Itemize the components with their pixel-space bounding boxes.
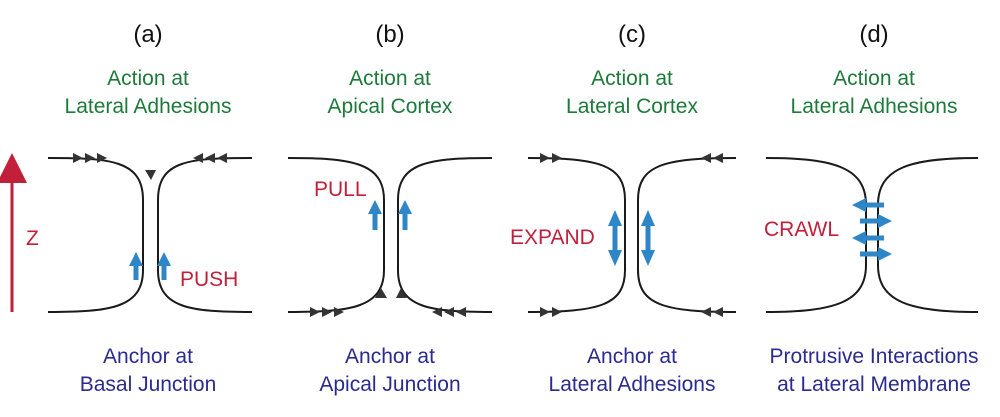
flow-arrowheads [73,153,227,180]
pull-arrows [368,200,412,230]
panel-b-anchor-line2: Apical Junction [319,373,460,396]
pull-callout: PULL [314,178,367,201]
cell-boundary-right [397,157,493,313]
panel-b-action-line1: Action at [349,67,431,90]
panel-a-action-line2: Lateral Adhesions [65,95,232,118]
flow-arrowheads [310,288,466,317]
cell-boundary-left [47,157,144,313]
panel-a: (a) Action at Lateral Adhesions PUSH Anc… [47,21,253,396]
panel-a-action-line1: Action at [107,67,189,90]
panel-d-action-line2: Lateral Adhesions [791,95,958,118]
panel-c-anchor-line1: Anchor at [587,345,677,368]
panel-c: (c) Action at Lateral Cortex EXPAND Anch… [510,21,737,396]
crawl-callout: CRAWL [764,218,839,241]
cell-boundary-right [637,157,737,313]
panel-b: (b) Action at Apical Cortex PULL Anchor … [287,21,493,396]
push-arrows [129,252,171,280]
flow-arrowheads [540,153,723,317]
panel-a-anchor-line2: Basal Junction [80,373,217,396]
panel-c-label: (c) [618,21,646,48]
panel-d-anchor-line1: Protrusive Interactions [770,345,979,368]
z-axis-label: Z [26,227,39,250]
crawl-arrows [852,198,892,261]
panel-c-action-line2: Lateral Cortex [566,95,698,118]
cell-boundary-left [527,157,626,313]
panel-b-label: (b) [375,21,404,48]
z-axis: Z [0,153,39,312]
cell-boundary-right [877,157,979,313]
panel-d-action-line1: Action at [833,67,915,90]
panel-c-action-line1: Action at [591,67,673,90]
expand-arrows [608,210,655,266]
panel-d-label: (d) [859,21,888,48]
push-callout: PUSH [180,268,238,291]
panel-a-label: (a) [133,21,162,48]
panel-a-anchor-line1: Anchor at [103,345,193,368]
panel-d: (d) Action at Lateral Adhesions CRAWL Pr… [764,21,978,396]
panel-b-action-line2: Apical Cortex [328,95,453,118]
panel-d-anchor-line2: at Lateral Membrane [777,373,971,396]
panel-b-anchor-line1: Anchor at [345,345,435,368]
expand-callout: EXPAND [510,226,595,249]
panel-c-anchor-line2: Lateral Adhesions [549,373,716,396]
